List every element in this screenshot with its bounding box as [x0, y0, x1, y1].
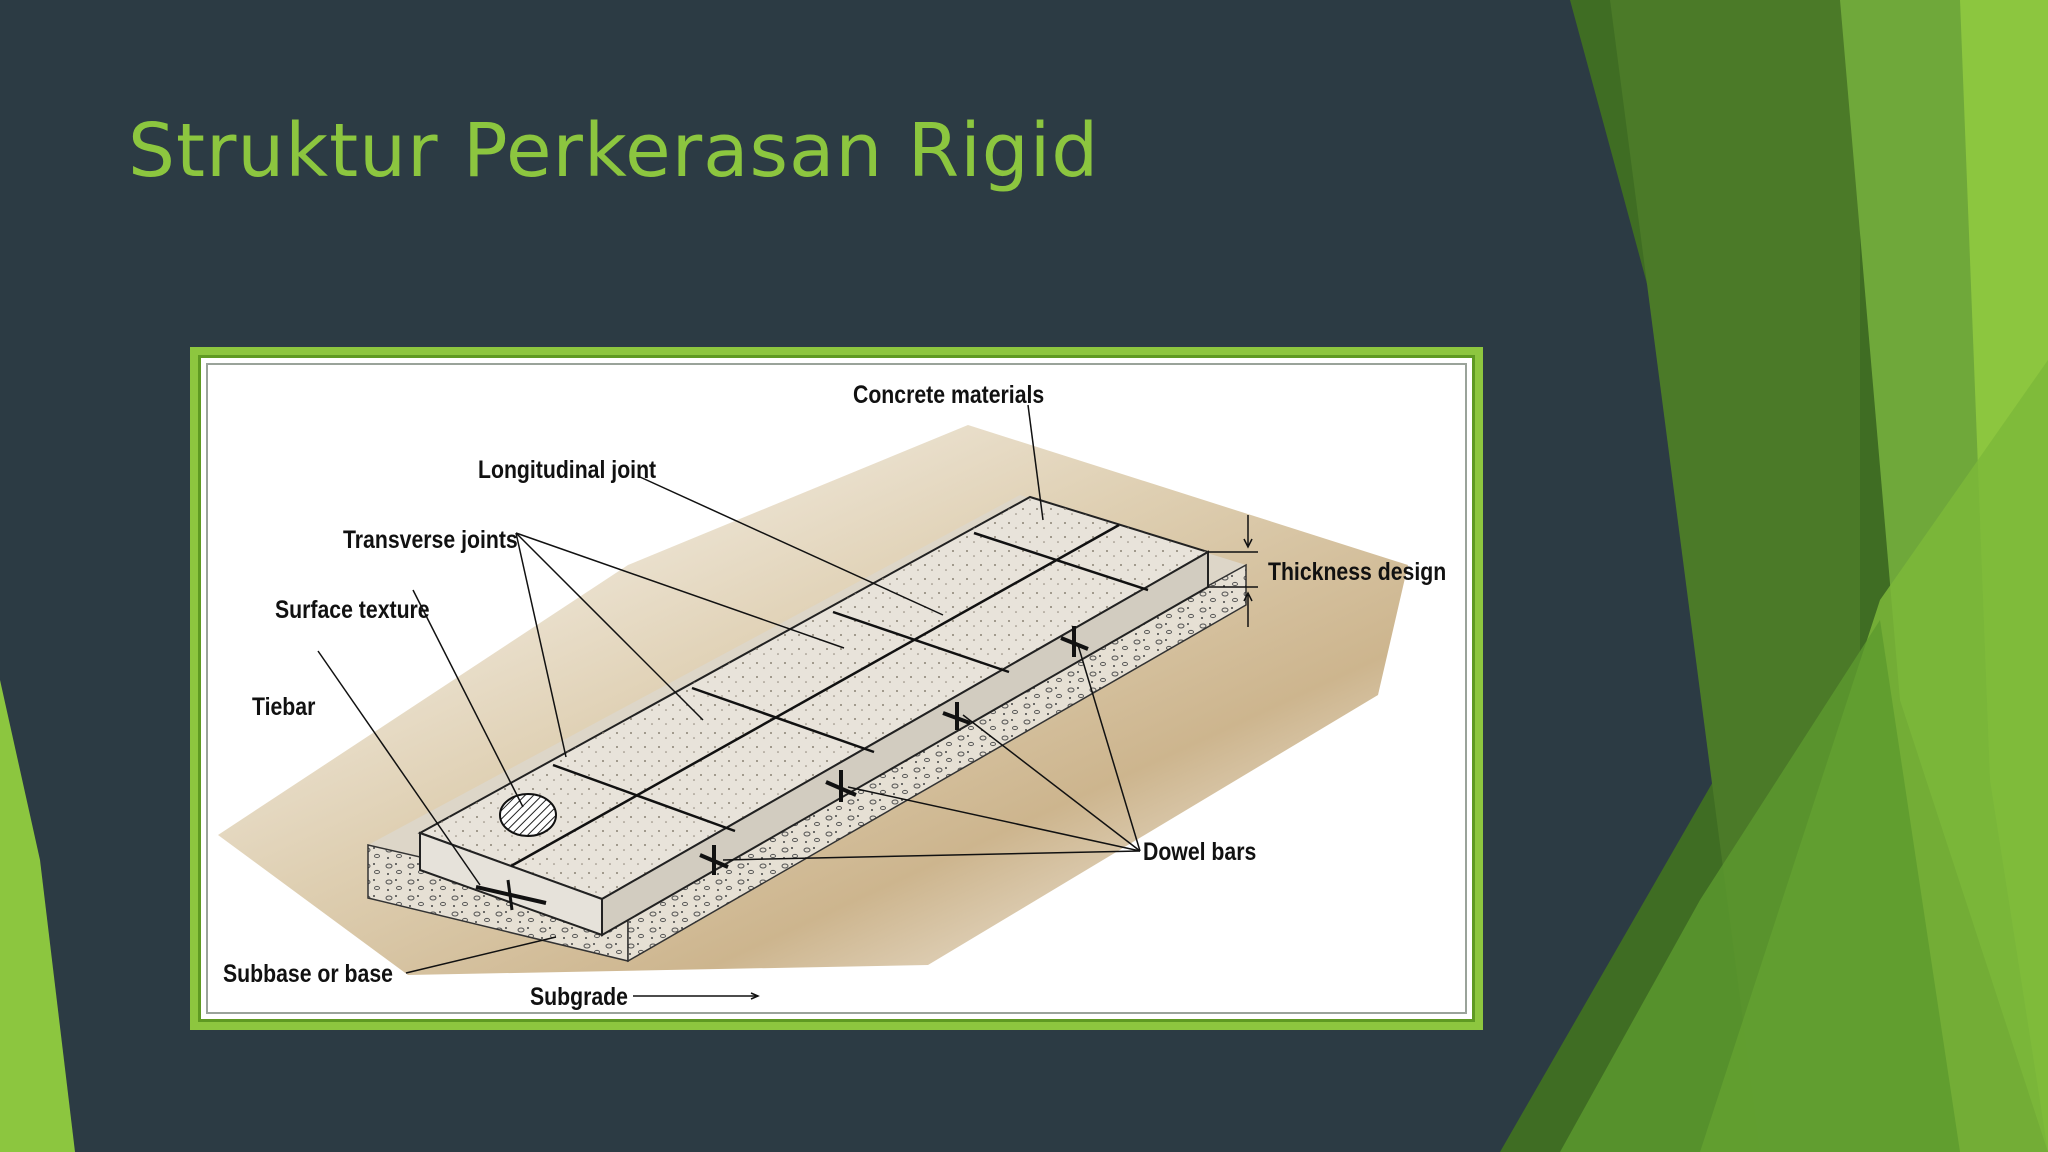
leader-lines [317, 404, 1141, 1000]
deco-green-left [0, 680, 75, 1152]
transverse-joint-3 [832, 610, 1010, 674]
label-concrete-materials: Concrete materials [853, 380, 1044, 408]
transverse-joint-2 [691, 686, 875, 754]
thickness-arrows [1208, 515, 1258, 627]
dowel-bars [699, 626, 1089, 875]
label-subbase-or-base: Subbase or base [223, 959, 393, 987]
label-transverse-joints: Transverse joints [343, 525, 518, 553]
label-thickness-design: Thickness design [1268, 557, 1446, 585]
diagram-canvas: Concrete materials Longitudinal joint Tr… [218, 380, 1446, 1010]
slide-title: Struktur Perkerasan Rigid [128, 108, 1100, 194]
label-surface-texture: Surface texture [275, 595, 430, 623]
longitudinal-joint-line [510, 523, 1120, 868]
label-dowel-bars: Dowel bars [1143, 837, 1256, 865]
rigid-pavement-diagram: Concrete materials Longitudinal joint Tr… [206, 363, 1467, 1014]
label-subgrade: Subgrade [530, 982, 628, 1010]
label-tiebar: Tiebar [252, 692, 315, 720]
transverse-joint-4 [973, 531, 1149, 592]
deco-green-lower-dark [1560, 620, 1960, 1152]
label-longitudinal-joint: Longitudinal joint [478, 455, 656, 483]
surface-texture-circle [499, 793, 557, 837]
diagram-frame: Concrete materials Longitudinal joint Tr… [190, 347, 1483, 1030]
transverse-joint-1 [552, 763, 736, 833]
